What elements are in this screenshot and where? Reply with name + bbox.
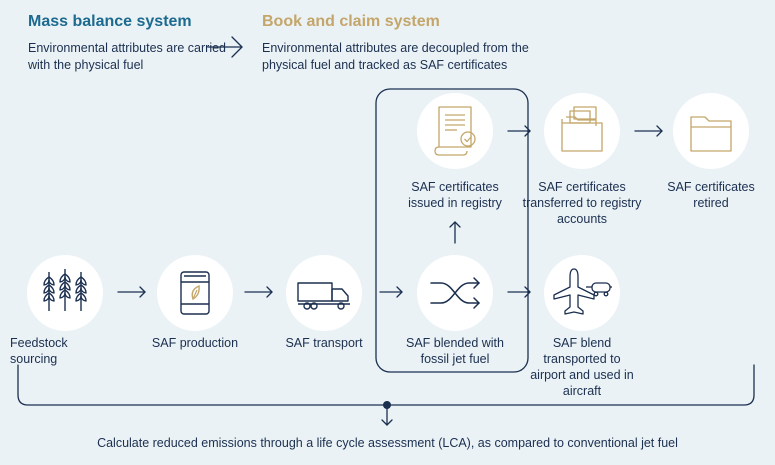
folder-icon xyxy=(690,116,732,152)
feedstock-circle xyxy=(27,255,103,331)
retired-label: SAF certificates retired xyxy=(667,180,755,210)
airplane-icon xyxy=(553,268,612,315)
arrow-transferred-retired xyxy=(634,125,663,137)
lca-footer: Calculate reduced emissions through a li… xyxy=(97,436,678,450)
folders-icon xyxy=(561,106,603,152)
blended-circle xyxy=(417,255,493,331)
blend-transported-label: SAF blend transported to airport and use… xyxy=(530,336,634,398)
wheat-icon xyxy=(43,269,87,311)
book-claim-title: Book and claim system xyxy=(262,13,440,30)
transferred-circle xyxy=(544,93,620,169)
arrow-blended-aircraft xyxy=(507,286,531,298)
arrow-issued-transferred xyxy=(507,125,531,137)
transport-label: SAF transport xyxy=(285,336,363,350)
issued-label: SAF certificates issued in registry xyxy=(408,180,502,210)
arrow-transport-blended xyxy=(379,286,403,298)
book-claim-description: Environmental attributes are decoupled f… xyxy=(262,41,529,72)
shuffle-icon xyxy=(430,277,480,309)
mass-balance-description: Environmental attributes are carried wit… xyxy=(28,41,227,72)
blended-label: SAF blended with fossil jet fuel xyxy=(406,336,504,366)
truck-icon xyxy=(297,282,350,310)
certificate-icon xyxy=(434,106,476,156)
arrow-blended-issued xyxy=(449,221,461,244)
book-claim-boundary xyxy=(375,88,529,373)
arrow-feedstock-production xyxy=(117,286,146,298)
transport-circle xyxy=(286,255,362,331)
retired-circle xyxy=(673,93,749,169)
production-circle xyxy=(157,255,233,331)
production-label: SAF production xyxy=(151,336,239,350)
issued-circle xyxy=(417,93,493,169)
barrel-icon xyxy=(180,271,210,315)
mass-balance-title: Mass balance system xyxy=(28,13,192,30)
transferred-label: SAF certificates transferred to registry… xyxy=(522,180,642,226)
aircraft-circle xyxy=(544,255,620,331)
header-arrow xyxy=(207,36,243,58)
feedstock-label: Feedstock sourcing xyxy=(10,336,68,366)
arrow-production-transport xyxy=(244,286,273,298)
